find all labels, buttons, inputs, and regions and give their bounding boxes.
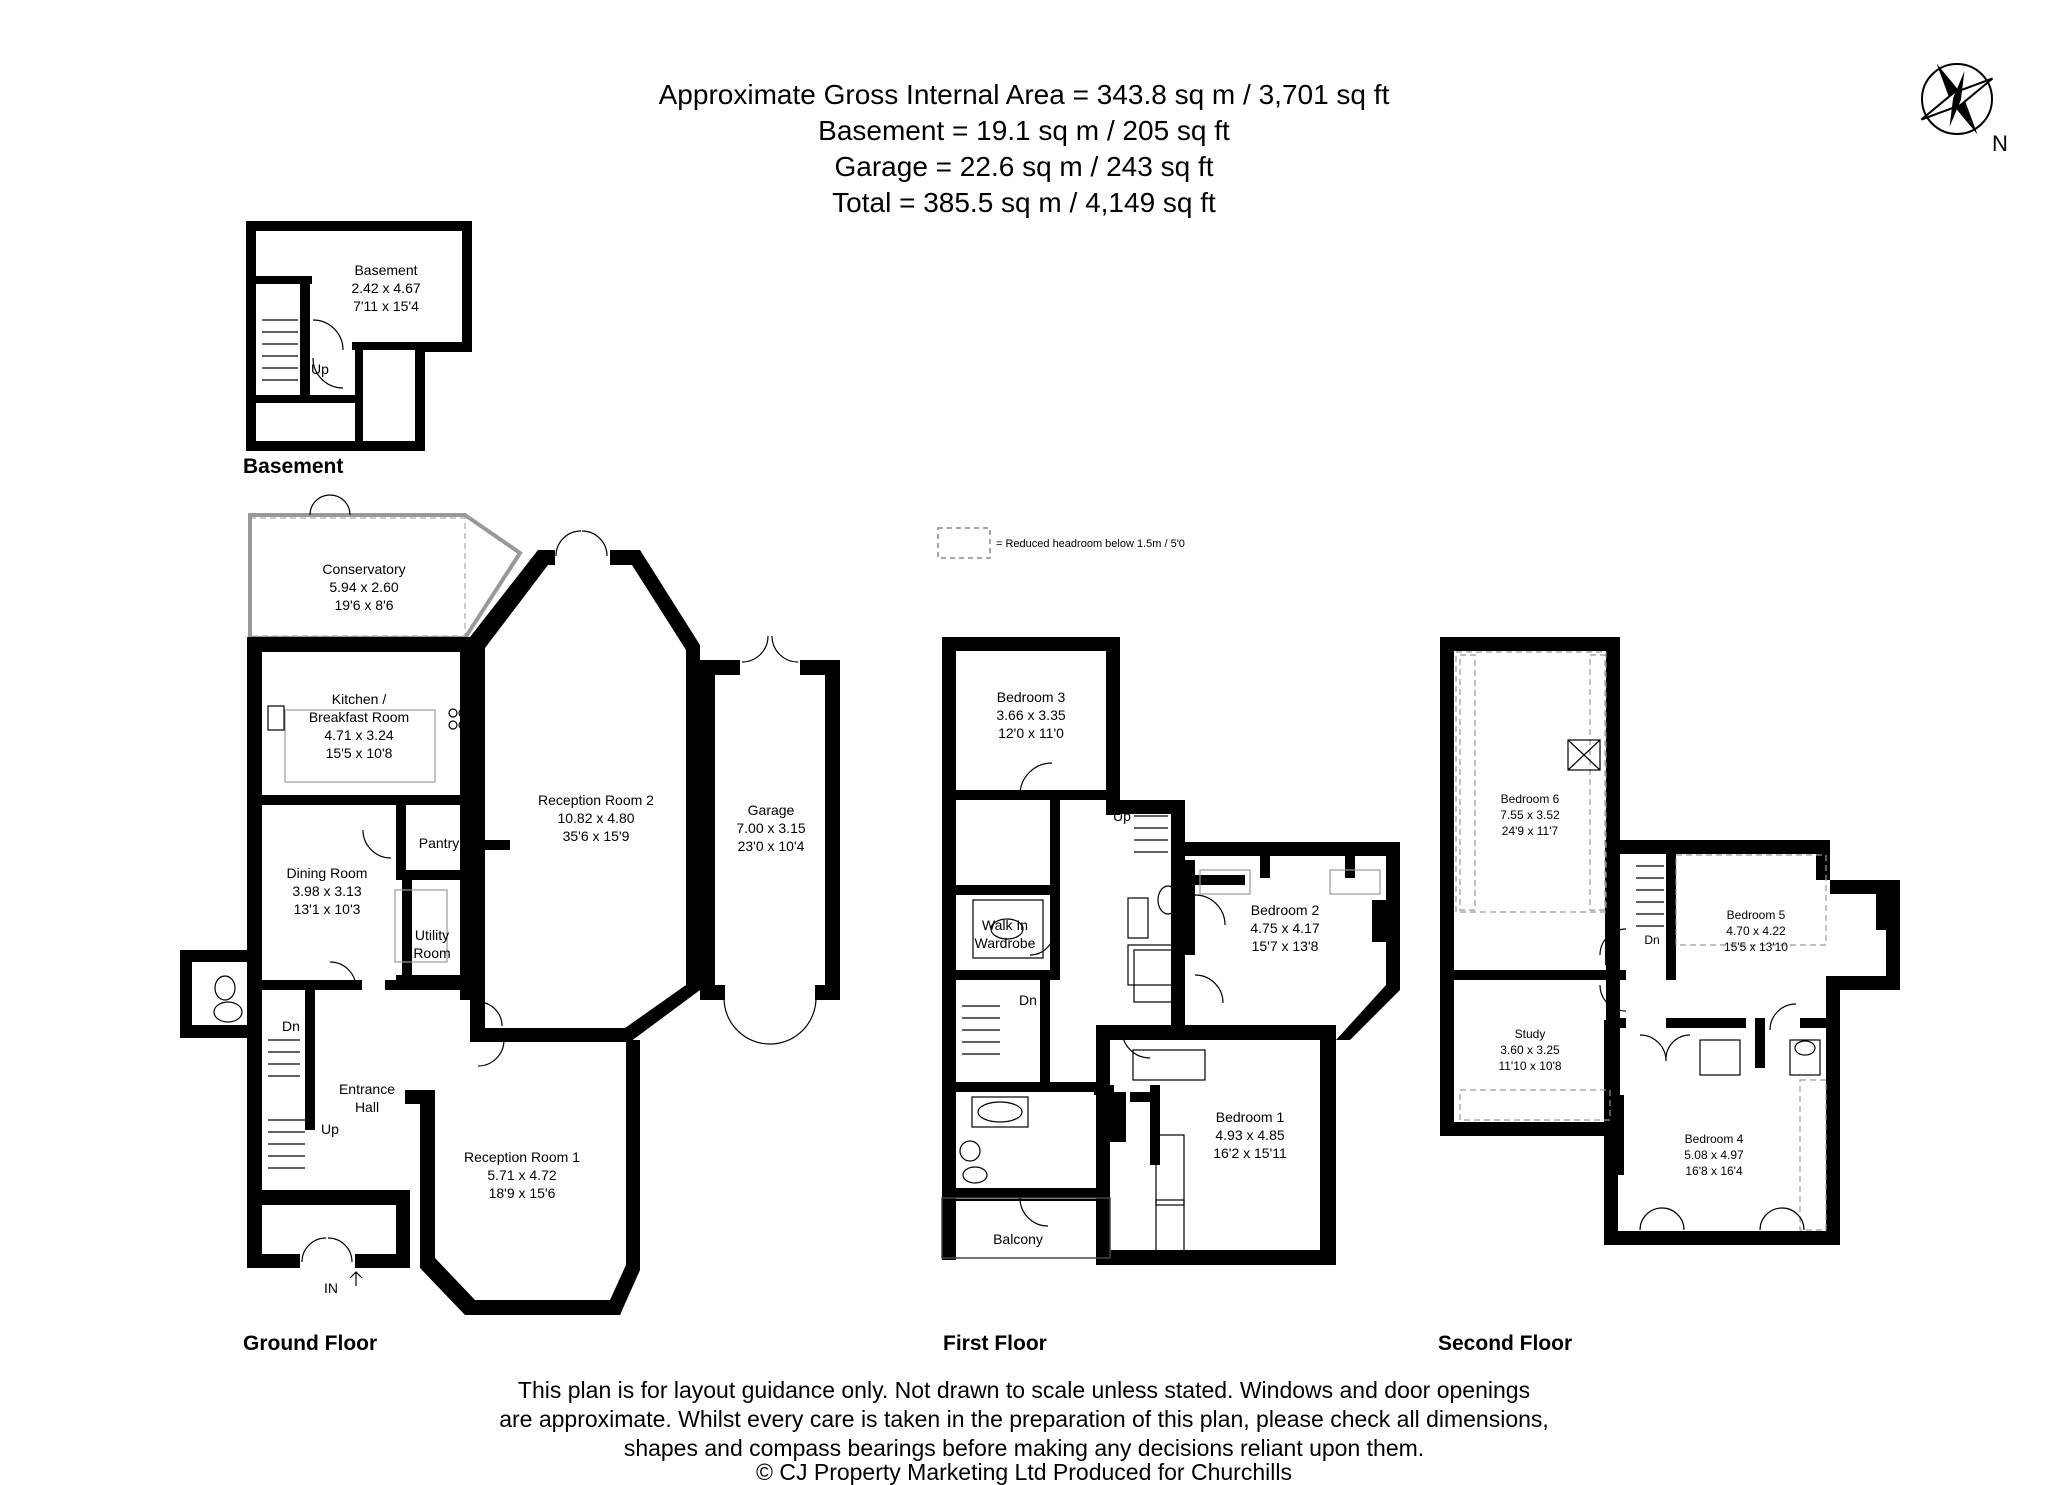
bedroom-1-name: Bedroom 1: [1216, 1109, 1285, 1125]
balcony-name: Balcony: [993, 1231, 1043, 1247]
compass-icon: N: [1920, 63, 2008, 156]
gross-area-text: Approximate Gross Internal Area = 343.8 …: [658, 79, 1390, 110]
bedroom-2-metric: 4.75 x 4.17: [1250, 920, 1319, 936]
kitchen-metric: 4.71 x 3.24: [324, 727, 393, 743]
bedroom-6-name: Bedroom 6: [1501, 792, 1560, 806]
copyright-line: © CJ Property Marketing Ltd Produced for…: [756, 1459, 1292, 1485]
reception-2-imperial: 35'6 x 15'9: [563, 828, 630, 844]
ground-stair-up: Up: [321, 1121, 339, 1137]
second-floor-plan: Bedroom 6 7.55 x 3.52 24'9 x 11'7 Study …: [1440, 637, 1900, 1245]
basement-plan: Basement 2.42 x 4.67 7'11 x 15'4 Up: [246, 221, 472, 451]
bedroom-1-metric: 4.93 x 4.85: [1215, 1127, 1284, 1143]
pantry-name: Pantry: [419, 835, 459, 851]
bedroom-5-imperial: 15'5 x 13'10: [1724, 940, 1788, 954]
disclaimer-line-1: This plan is for layout guidance only. N…: [517, 1377, 1531, 1403]
entrance-in-label: IN: [324, 1280, 338, 1296]
bedroom-1-imperial: 16'2 x 15'11: [1213, 1145, 1287, 1161]
disclaimer-line-3: shapes and compass bearings before makin…: [623, 1435, 1425, 1461]
dining-imperial: 13'1 x 10'3: [294, 901, 361, 917]
garage-imperial: 23'0 x 10'4: [738, 838, 805, 854]
legend: = Reduced headroom below 1.5m / 5'0: [937, 527, 1185, 559]
basement-area-text: Basement = 19.1 sq m / 205 sq ft: [818, 115, 1230, 146]
bedroom-3-name: Bedroom 3: [997, 689, 1066, 705]
garage-area-text: Garage = 22.6 sq m / 243 sq ft: [834, 151, 1214, 182]
bedroom-5-name: Bedroom 5: [1727, 908, 1786, 922]
conservatory-imperial: 19'6 x 8'6: [334, 597, 393, 613]
study-metric: 3.60 x 3.25: [1500, 1043, 1560, 1057]
bedroom-6-metric: 7.55 x 3.52: [1500, 808, 1560, 822]
conservatory-name: Conservatory: [322, 561, 405, 577]
reception-1-metric: 5.71 x 4.72: [487, 1167, 556, 1183]
dining-name: Dining Room: [287, 865, 368, 881]
basement-room-metric: 2.42 x 4.67: [351, 280, 420, 296]
bedroom-3-metric: 3.66 x 3.35: [996, 707, 1065, 723]
reception-2-metric: 10.82 x 4.80: [557, 810, 634, 826]
entrance-hall-name-2: Hall: [355, 1099, 379, 1115]
basement-stair-up: Up: [311, 361, 329, 377]
first-stair-up: Up: [1113, 808, 1131, 824]
bedroom-5-metric: 4.70 x 4.22: [1726, 924, 1786, 938]
second-stair-down: Dn: [1644, 933, 1659, 947]
bedroom-3-imperial: 12'0 x 11'0: [998, 725, 1064, 741]
dining-metric: 3.98 x 3.13: [292, 883, 361, 899]
first-floor-label: First Floor: [943, 1332, 1047, 1355]
study-imperial: 11'10 x 10'8: [1498, 1059, 1561, 1073]
basement-floor-label: Basement: [243, 455, 344, 478]
walk-in-wardrobe-name-2: Wardrobe: [975, 935, 1036, 951]
total-area-text: Total = 385.5 sq m / 4,149 sq ft: [832, 187, 1216, 218]
garage-name: Garage: [748, 802, 795, 818]
legend-reduced-headroom: = Reduced headroom below 1.5m / 5'0: [996, 538, 1185, 550]
reception-1-imperial: 18'9 x 15'6: [489, 1185, 556, 1201]
garage-metric: 7.00 x 3.15: [736, 820, 805, 836]
study-name: Study: [1515, 1027, 1546, 1041]
first-stair-down: Dn: [1019, 992, 1037, 1008]
disclaimer-line-2: are approximate. Whilst every care is ta…: [499, 1406, 1549, 1432]
reception-1-name: Reception Room 1: [464, 1149, 580, 1165]
utility-name-2: Room: [413, 945, 450, 961]
basement-room-name: Basement: [354, 262, 417, 278]
reception-2-name: Reception Room 2: [538, 792, 654, 808]
ground-stair-down: Dn: [282, 1018, 300, 1034]
bedroom-4-imperial: 16'8 x 16'4: [1685, 1164, 1743, 1178]
kitchen-name-1: Kitchen /: [332, 691, 387, 707]
bedroom-2-imperial: 15'7 x 13'8: [1252, 938, 1319, 954]
bedroom-4-metric: 5.08 x 4.97: [1684, 1148, 1744, 1162]
kitchen-imperial: 15'5 x 10'8: [326, 745, 393, 761]
first-floor-plan: Bedroom 3 3.66 x 3.35 12'0 x 11'0 Walk I…: [941, 637, 1400, 1265]
basement-room-imperial: 7'11 x 15'4: [353, 298, 419, 314]
walk-in-wardrobe-name-1: Walk In: [982, 917, 1028, 933]
bedroom-2-name: Bedroom 2: [1251, 902, 1320, 918]
entrance-hall-name-1: Entrance: [339, 1081, 395, 1097]
utility-name-1: Utility: [415, 927, 449, 943]
bedroom-4-name: Bedroom 4: [1685, 1132, 1744, 1146]
ground-floor-plan: Conservatory 5.94 x 2.60 19'6 x 8'6 Kitc…: [180, 494, 840, 1315]
conservatory-metric: 5.94 x 2.60: [329, 579, 398, 595]
compass-north-label: N: [1992, 131, 2008, 156]
bedroom-6-imperial: 24'9 x 11'7: [1502, 824, 1559, 838]
ground-floor-label: Ground Floor: [243, 1332, 378, 1355]
second-floor-label: Second Floor: [1438, 1332, 1573, 1355]
kitchen-name-2: Breakfast Room: [309, 709, 409, 725]
